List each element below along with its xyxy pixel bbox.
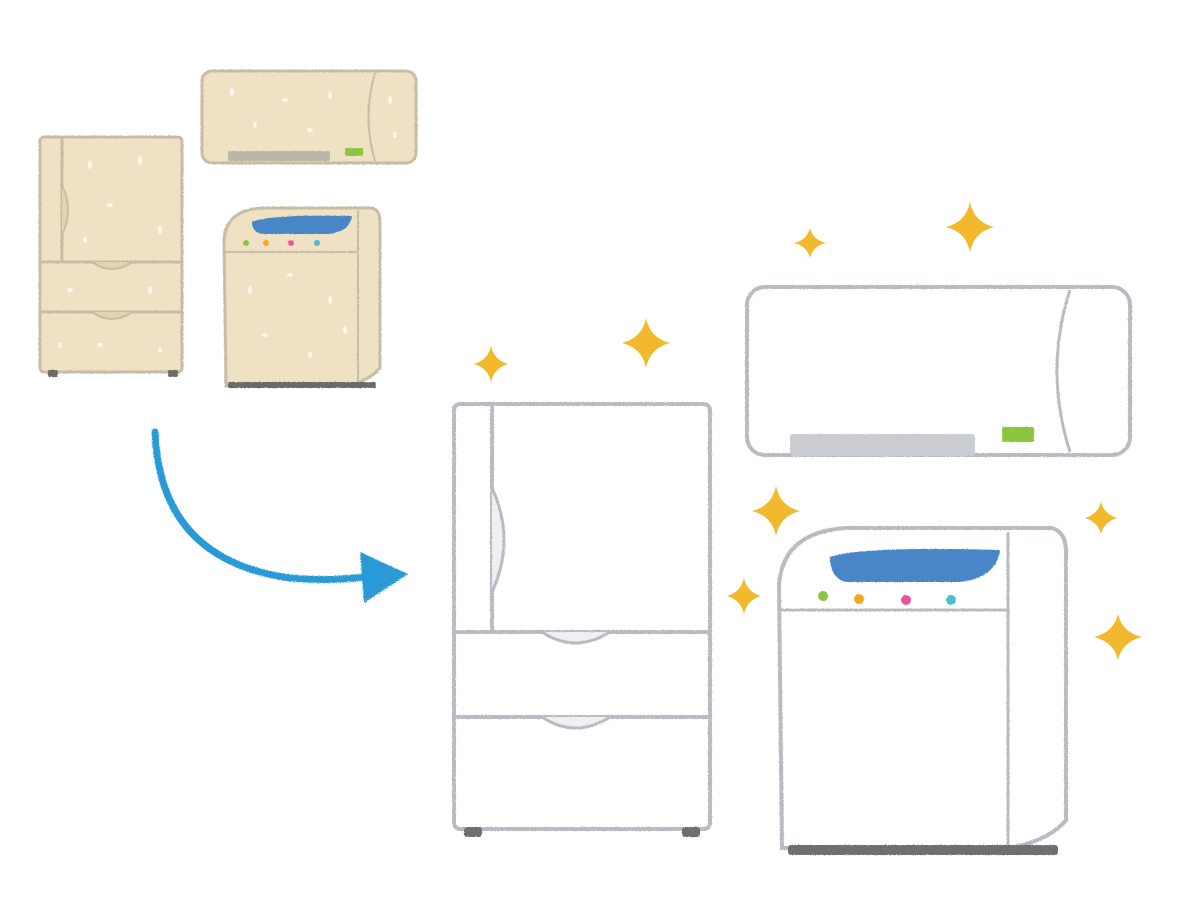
new-refrigerator-icon [452,402,712,837]
new-air-conditioner-icon [745,285,1132,457]
curved-arrow-icon [151,428,408,603]
old-refrigerator-icon [38,135,184,377]
sparkle-icon [794,228,826,258]
sparkle-icon [946,202,994,252]
new-appliances-group [452,285,1132,855]
old-washing-machine-icon [222,206,382,388]
sparkle-icon [622,318,670,368]
old-appliances-group [38,69,418,388]
old-air-conditioner-icon [200,69,418,165]
sparkle-icon [1094,614,1142,660]
sparkle-icon [752,486,800,536]
sparkle-icon [1085,502,1117,534]
sparkle-icon [727,578,761,614]
new-washing-machine-icon [776,526,1068,855]
sparkle-icon [474,346,508,382]
sparkles-group [474,202,1142,660]
